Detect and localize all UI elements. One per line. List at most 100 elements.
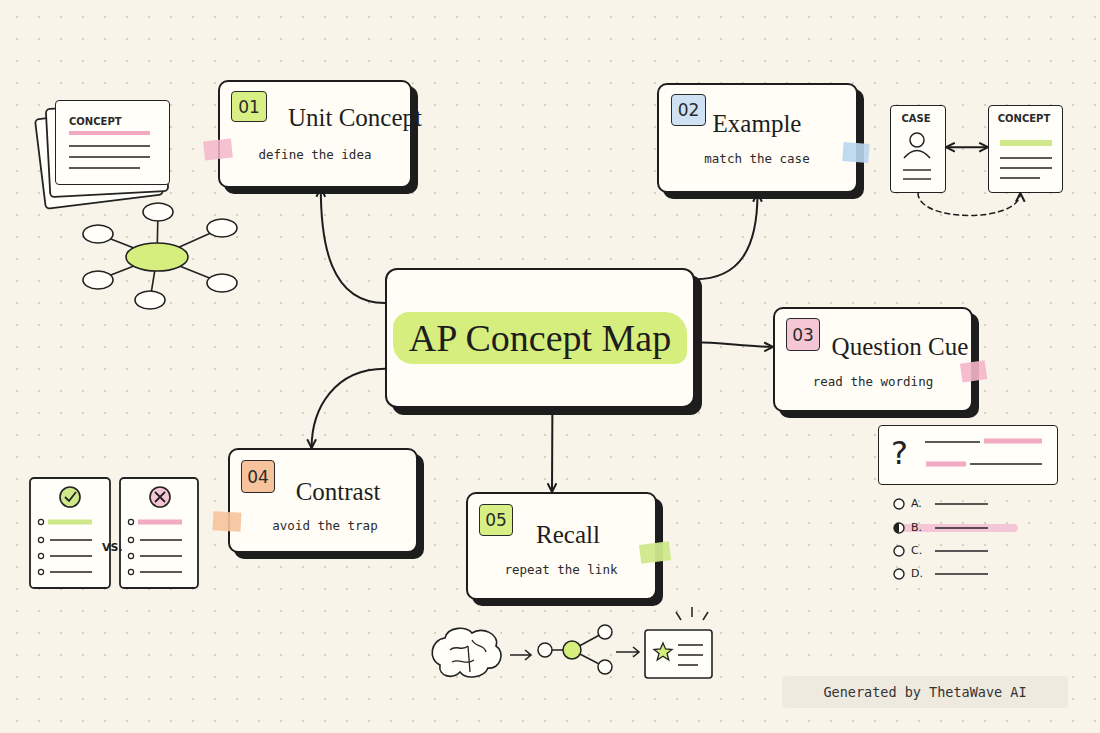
callout-number: 01 — [238, 97, 260, 117]
box-heading: Question Cue — [800, 333, 1000, 361]
text-line — [50, 571, 92, 573]
sparkle-line — [703, 612, 708, 620]
tape-strip — [842, 142, 869, 163]
option-circle — [894, 546, 904, 556]
option-letter: A. — [911, 497, 922, 511]
contrast-card — [30, 478, 110, 588]
recall-card — [645, 630, 712, 678]
bullet — [128, 519, 133, 524]
watermark: Generated by ThetaWave AI — [782, 676, 1068, 708]
sparkle-line — [691, 607, 693, 617]
concept-card: CONCEPT — [55, 100, 170, 185]
sparkle-line — [676, 612, 681, 620]
text-line — [970, 463, 1042, 465]
text-line — [50, 539, 92, 541]
bullet — [38, 537, 43, 542]
option-letter: C. — [911, 544, 922, 558]
network-node — [598, 660, 612, 674]
flow-arrow — [616, 647, 639, 657]
concept-box: Question Cueread the wording03 — [773, 307, 973, 412]
text-line — [69, 156, 150, 158]
person-head — [910, 133, 924, 147]
bullet — [128, 537, 133, 542]
number-badge: 03 — [786, 318, 820, 351]
text-line — [935, 573, 988, 575]
text-line — [1000, 177, 1040, 178]
network-hub — [126, 243, 188, 271]
flow-arrow — [510, 650, 531, 660]
option-letter: B. — [911, 521, 922, 535]
box-subtext: read the wording — [773, 374, 973, 390]
concept-box: Recallrepeat the link05 — [466, 492, 657, 600]
bullet — [38, 569, 43, 574]
arrow-connector — [946, 146, 988, 148]
brain-outline — [432, 628, 501, 677]
number-badge: 05 — [479, 504, 513, 536]
bullet — [38, 519, 43, 524]
number-badge: 01 — [231, 91, 267, 122]
text-line — [1000, 167, 1052, 168]
highlight-bar — [926, 462, 966, 467]
tape-strip — [212, 511, 241, 531]
network-node — [83, 271, 113, 289]
callout-number: 05 — [485, 510, 507, 530]
text-line — [925, 441, 980, 443]
option-circle — [894, 569, 904, 579]
network-node — [143, 203, 173, 221]
cross-mark — [155, 492, 165, 502]
brain-folds — [450, 640, 486, 672]
vs-label: VS. — [102, 541, 123, 555]
highlight-bar — [984, 439, 1042, 444]
network-node — [538, 643, 552, 657]
box-subtext: avoid the trap — [225, 518, 425, 534]
network-hub — [563, 641, 581, 659]
card-heading: CONCEPT — [69, 115, 122, 129]
callout-number: 03 — [792, 325, 814, 345]
concept-box: Examplematch the case02 — [657, 83, 858, 193]
text-line — [140, 571, 182, 573]
case-card: CASE — [890, 105, 946, 193]
highlight-bar — [138, 520, 182, 525]
network-node — [83, 225, 113, 243]
text-line — [140, 539, 182, 541]
option-letter: D. — [911, 567, 923, 581]
bullet — [128, 553, 133, 558]
contrast-card — [120, 478, 198, 588]
tape-strip — [960, 360, 987, 382]
star-icon — [654, 643, 672, 660]
arrow-connector — [321, 188, 385, 303]
network-node — [135, 291, 165, 309]
text-line — [935, 503, 988, 505]
box-subtext: match the case — [657, 151, 857, 167]
arrow-connector — [312, 369, 385, 448]
box-heading: Unit Concept — [255, 104, 455, 132]
box-subtext: define the idea — [215, 147, 415, 163]
text-line — [140, 555, 182, 557]
text-line — [69, 145, 150, 147]
option-circle — [894, 523, 904, 533]
card-heading: CONCEPT — [924, 112, 1100, 126]
concept-card: CONCEPT — [988, 105, 1063, 193]
tape-strip — [203, 139, 233, 161]
box-subtext: repeat the link — [461, 562, 661, 578]
check-mark — [65, 492, 76, 501]
option-fill — [894, 523, 899, 533]
cross-circle — [150, 487, 170, 507]
bullet — [128, 569, 133, 574]
check-circle — [60, 487, 80, 507]
highlight-bar — [69, 131, 150, 135]
callout-number: 02 — [678, 100, 700, 120]
number-badge: 02 — [671, 94, 706, 126]
network-node — [207, 274, 237, 292]
answer-highlight — [905, 524, 1014, 532]
text-line — [69, 167, 140, 169]
highlight-bar — [48, 520, 92, 525]
map-title: AP Concept Map — [393, 312, 687, 364]
card-heading: CASE — [816, 112, 1016, 126]
text-line — [678, 644, 703, 646]
central-topic: AP Concept Map — [385, 268, 695, 408]
callout-number: 04 — [247, 467, 269, 487]
text-line — [50, 555, 92, 557]
